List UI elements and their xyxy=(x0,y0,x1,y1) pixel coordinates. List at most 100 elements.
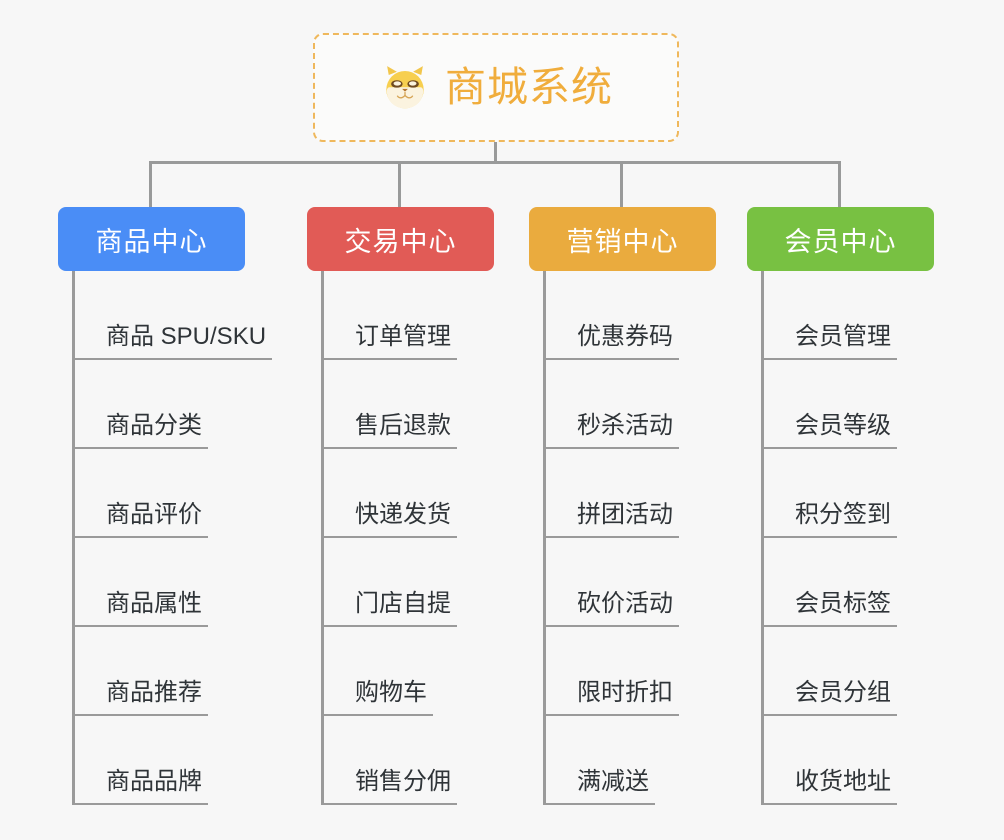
branch-item[interactable]: 砍价活动 xyxy=(543,538,943,627)
branch-item[interactable]: 商品分类 xyxy=(72,360,472,449)
branch-item[interactable]: 积分签到 xyxy=(761,449,1004,538)
branch-item[interactable]: 会员管理 xyxy=(761,271,1004,360)
branch-item-underline: 购物车 xyxy=(321,678,433,716)
branch-item[interactable]: 优惠券码 xyxy=(543,271,943,360)
branch-header-1[interactable]: 商品中心 xyxy=(58,207,245,271)
branch-header-label: 营销中心 xyxy=(566,226,679,257)
branch-item[interactable]: 商品品牌 xyxy=(72,716,472,805)
branch-item[interactable]: 快递发货 xyxy=(321,449,721,538)
branch-item-label: 订单管理 xyxy=(355,323,451,350)
branch-column-3: 营销中心优惠券码秒杀活动拼团活动砍价活动限时折扣满减送 xyxy=(529,207,716,805)
branch-header-label: 商品中心 xyxy=(95,226,208,257)
branch-item-label: 拼团活动 xyxy=(577,501,673,528)
branch-item-label: 商品分类 xyxy=(106,412,202,439)
branch-column-1: 商品中心商品 SPU/SKU 商品分类商品评价商品属性商品推荐商品品牌 xyxy=(58,207,273,805)
branch-item[interactable]: 限时折扣 xyxy=(543,627,943,716)
branch-item[interactable]: 门店自提 xyxy=(321,538,721,627)
branch-item-label: 秒杀活动 xyxy=(577,412,673,439)
branch-item-underline: 商品属性 xyxy=(72,589,208,627)
branch-item-label: 门店自提 xyxy=(355,590,451,617)
branch-item-label: 商品品牌 xyxy=(106,768,202,795)
branch-item[interactable]: 拼团活动 xyxy=(543,449,943,538)
branch-item-label: 收货地址 xyxy=(795,768,891,795)
branch-item[interactable]: 商品 SPU/SKU xyxy=(72,271,472,360)
branch-column-2: 交易中心订单管理售后退款快递发货门店自提购物车销售分佣 xyxy=(307,207,494,805)
branch-item-underline: 会员等级 xyxy=(761,411,897,449)
branch-item[interactable]: 商品评价 xyxy=(72,449,472,538)
branch-item-label: 限时折扣 xyxy=(577,679,673,706)
branch-item-label: 会员标签 xyxy=(795,590,891,617)
branch-item-underline: 收货地址 xyxy=(761,767,897,805)
branch-item-label: 售后退款 xyxy=(355,412,451,439)
branch-item-label: 商品评价 xyxy=(106,501,202,528)
branch-item[interactable]: 商品属性 xyxy=(72,538,472,627)
branch-column-4: 会员中心会员管理会员等级积分签到会员标签会员分组收货地址 xyxy=(747,207,934,805)
branch-item-label: 销售分佣 xyxy=(355,768,451,795)
branch-item-underline: 门店自提 xyxy=(321,589,457,627)
branch-item[interactable]: 会员分组 xyxy=(761,627,1004,716)
root-title: 商城系统 xyxy=(445,64,613,110)
branch-item-list-2: 订单管理售后退款快递发货门店自提购物车销售分佣 xyxy=(321,271,721,805)
branch-item-label: 会员管理 xyxy=(795,323,891,350)
root-stem-connector xyxy=(494,142,497,163)
branch-item[interactable]: 收货地址 xyxy=(761,716,1004,805)
branch-item-underline: 商品 SPU/SKU xyxy=(72,322,273,360)
branch-item-label: 积分签到 xyxy=(795,501,891,528)
branch-item-underline: 秒杀活动 xyxy=(543,411,679,449)
branch-item-label: 购物车 xyxy=(355,679,427,706)
branch-item-label: 砍价活动 xyxy=(577,590,673,617)
branch-header-label: 交易中心 xyxy=(344,226,457,257)
branch-header-2[interactable]: 交易中心 xyxy=(307,207,494,271)
branch-spine-2 xyxy=(321,271,324,805)
drop-connector-3 xyxy=(620,161,623,207)
branch-header-4[interactable]: 会员中心 xyxy=(747,207,934,271)
branch-header-3[interactable]: 营销中心 xyxy=(529,207,716,271)
branch-item-underline: 砍价活动 xyxy=(543,589,679,627)
branch-item-label: 优惠券码 xyxy=(577,323,673,350)
branch-item-underline: 优惠券码 xyxy=(543,322,679,360)
branch-item-list-1: 商品 SPU/SKU 商品分类商品评价商品属性商品推荐商品品牌 xyxy=(72,271,472,805)
branch-item-underline: 商品评价 xyxy=(72,500,208,538)
root-node[interactable]: 商城系统 xyxy=(313,33,679,142)
branch-item-label: 会员等级 xyxy=(795,412,891,439)
branch-item[interactable]: 售后退款 xyxy=(321,360,721,449)
branch-spine-1 xyxy=(72,271,75,805)
branch-item-label: 商品属性 xyxy=(106,590,202,617)
branch-item-underline: 满减送 xyxy=(543,767,655,805)
drop-connector-1 xyxy=(149,161,152,207)
branch-item[interactable]: 满减送 xyxy=(543,716,943,805)
shiba-dog-icon xyxy=(379,62,431,114)
branch-item-list-4: 会员管理会员等级积分签到会员标签会员分组收货地址 xyxy=(761,271,1004,805)
branch-item-underline: 订单管理 xyxy=(321,322,457,360)
branch-item-underline: 拼团活动 xyxy=(543,500,679,538)
branch-item[interactable]: 销售分佣 xyxy=(321,716,721,805)
branch-item-underline: 会员标签 xyxy=(761,589,897,627)
branch-item-underline: 商品分类 xyxy=(72,411,208,449)
drop-connector-2 xyxy=(398,161,401,207)
branch-item-label: 会员分组 xyxy=(795,679,891,706)
branch-item-label: 商品 SPU/SKU xyxy=(106,323,267,350)
branch-item-underline: 售后退款 xyxy=(321,411,457,449)
branch-spine-4 xyxy=(761,271,764,805)
branch-item-underline: 商品推荐 xyxy=(72,678,208,716)
root-node-content: 商城系统 xyxy=(379,62,613,114)
branch-item[interactable]: 购物车 xyxy=(321,627,721,716)
branch-item[interactable]: 商品推荐 xyxy=(72,627,472,716)
branch-item-label: 商品推荐 xyxy=(106,679,202,706)
branch-item-label: 快递发货 xyxy=(355,501,451,528)
branch-item[interactable]: 秒杀活动 xyxy=(543,360,943,449)
branch-item-underline: 会员管理 xyxy=(761,322,897,360)
branch-item-underline: 商品品牌 xyxy=(72,767,208,805)
branch-item[interactable]: 会员标签 xyxy=(761,538,1004,627)
horizontal-bus-connector xyxy=(149,161,841,164)
branch-header-label: 会员中心 xyxy=(784,226,897,257)
branch-item-underline: 会员分组 xyxy=(761,678,897,716)
branch-item-list-3: 优惠券码秒杀活动拼团活动砍价活动限时折扣满减送 xyxy=(543,271,943,805)
branch-item-underline: 积分签到 xyxy=(761,500,897,538)
branch-item-label: 满减送 xyxy=(577,768,649,795)
branch-item[interactable]: 会员等级 xyxy=(761,360,1004,449)
branch-item[interactable]: 订单管理 xyxy=(321,271,721,360)
branch-item-underline: 限时折扣 xyxy=(543,678,679,716)
branch-spine-3 xyxy=(543,271,546,805)
